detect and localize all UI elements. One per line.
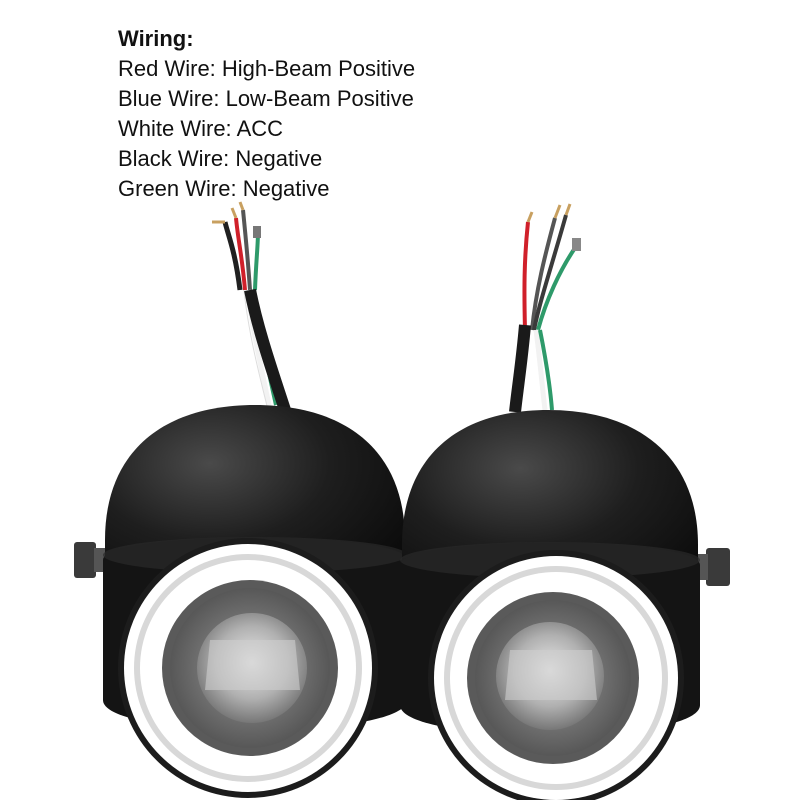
wiring-line-green: Green Wire: Negative bbox=[118, 176, 330, 201]
wiring-line-blue: Blue Wire: Low-Beam Positive bbox=[118, 86, 414, 111]
right-headlight bbox=[400, 410, 730, 800]
wiring-line-black: Black Wire: Negative bbox=[118, 146, 323, 171]
wiring-title: Wiring: bbox=[118, 26, 194, 51]
wiring-legend: Wiring: Red Wire: High-Beam Positive Blu… bbox=[118, 24, 415, 204]
left-wire-bundle bbox=[212, 201, 291, 412]
left-mount-bolt bbox=[74, 542, 96, 578]
right-wire-bundle bbox=[509, 203, 581, 413]
wiring-line-white: White Wire: ACC bbox=[118, 116, 284, 141]
wiring-line-red: Red Wire: High-Beam Positive bbox=[118, 56, 416, 81]
right-mount-bolt bbox=[706, 548, 730, 586]
left-headlight bbox=[74, 405, 407, 798]
